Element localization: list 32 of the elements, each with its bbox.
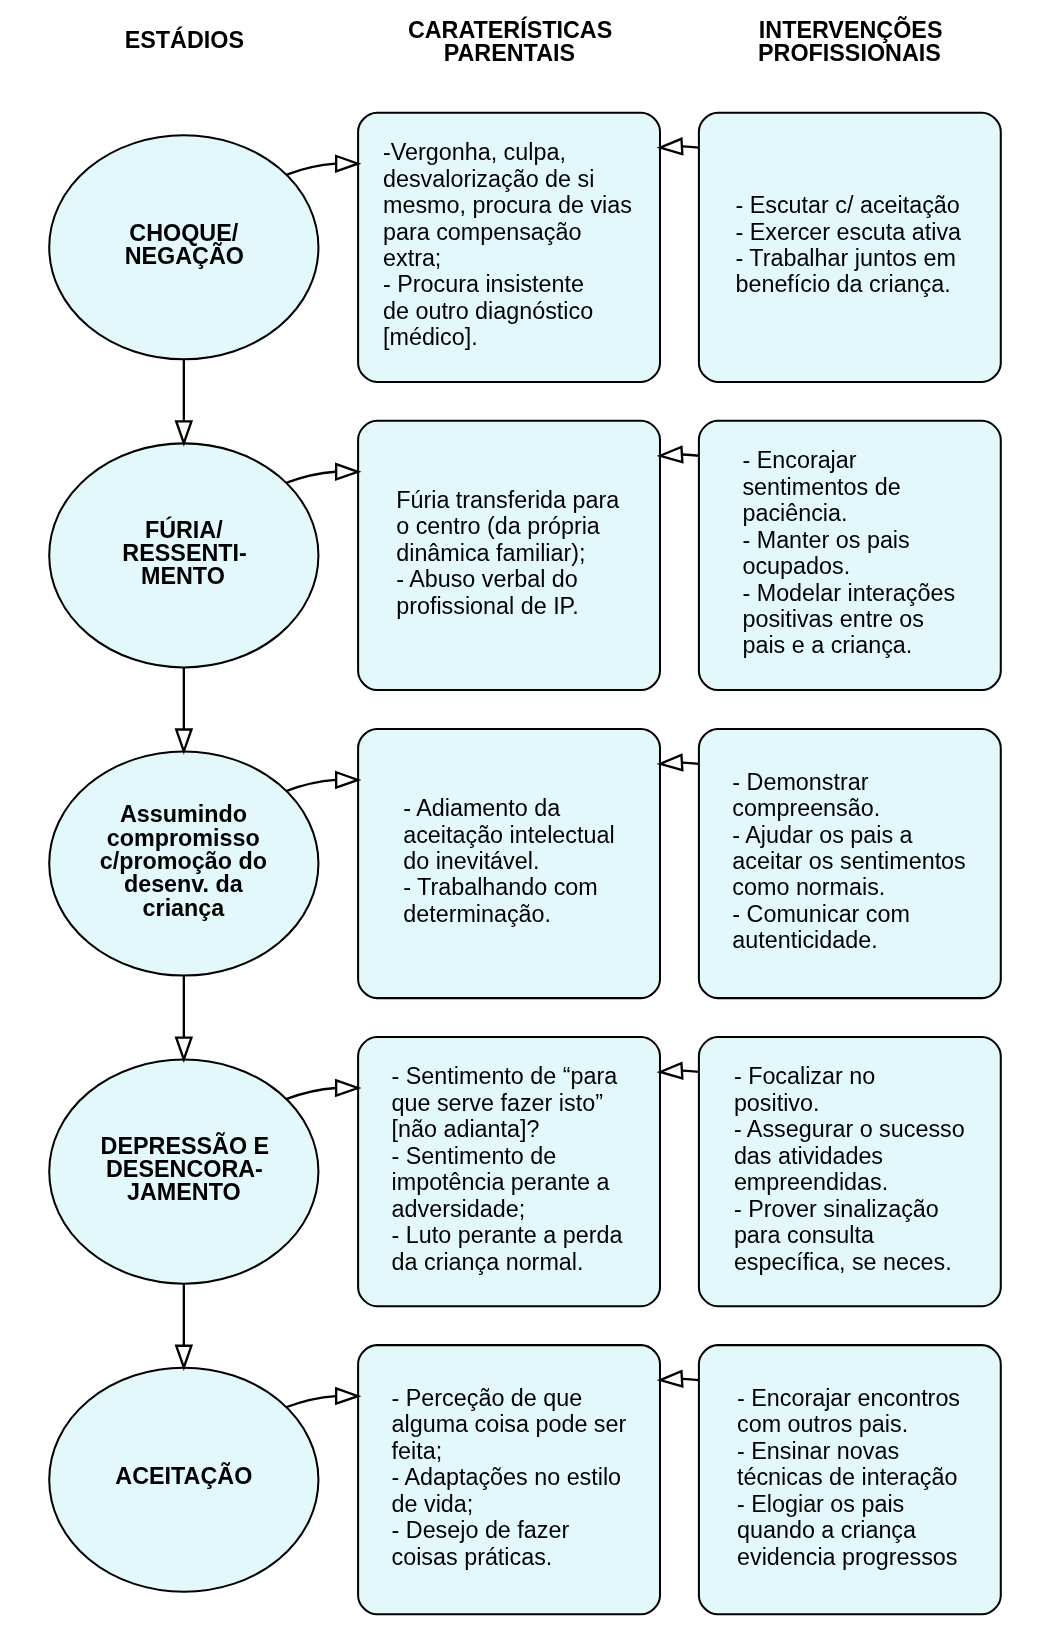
arrow: [174, 975, 193, 1063]
node-ellipse: DEPRESSÃO E DESENCORA- JAMENTO: [47, 1058, 319, 1285]
node-box: - Encorajar sentimentos de paciência. - Manter os pais ocupados. - Modelar interações positivas entre os pais e a criança.: [697, 419, 1002, 691]
node-box: - Focalizar no positivo. - Assegurar o sucesso das atividades empreendidas. - Prover sinalização para consulta específica, se neces.: [697, 1036, 1002, 1308]
node-box: Fúria transferida para o centro (da própria dinâmica familiar); - Abuso verbal do profissional de IP.: [356, 419, 661, 691]
label: ESTÁDIOS: [124, 27, 244, 54]
node-box: - Escutar c/ aceitação - Exercer escuta ativa - Trabalhar juntos em benefício da criança.: [697, 111, 1002, 383]
arrow: [656, 137, 699, 156]
node-ellipse: FÚRIA/ RESSENTI- MENTO: [47, 442, 319, 669]
arrow: [174, 1283, 193, 1372]
node-ellipse: CHOQUE/ NEGAÇÃO: [47, 134, 319, 361]
arrow: [285, 462, 361, 484]
label: INTERVENÇÕES PROFISSIONAIS: [757, 17, 942, 67]
arrow: [174, 667, 193, 755]
node-box: - Perceção de que alguma coisa pode ser feita; - Adaptações no estilo de vida; - Desejo de fazer coisas práticas.: [356, 1344, 661, 1616]
arrow: [174, 359, 193, 447]
arrow: [656, 1369, 699, 1389]
node-box: - Demonstrar compreensão. - Ajudar os pais a aceitar os sentimentos como normais. - Comunicar com autenticidade.: [697, 727, 1002, 1000]
arrow: [656, 753, 699, 772]
node-box: - Encorajar encontros com outros pais. - Ensinar novas técnicas de interação - Elogiar os pais quando a criança evidencia progressos: [697, 1344, 1002, 1616]
node-ellipse: Assumindo compromisso c/promoção do desenv. da criança: [47, 750, 319, 977]
arrow: [656, 445, 699, 464]
node-box: - Sentimento de “para que serve fazer isto” [não adianta]? - Sentimento de impotência perante a adversidade; - Luto perante a perda da criança normal.: [356, 1036, 661, 1308]
node-ellipse: ACEITAÇÃO: [47, 1366, 319, 1593]
arrow: [285, 770, 361, 792]
arrow: [285, 1078, 361, 1100]
node-box: -Vergonha, culpa, desvalorização de si mesmo, procura de vias para compensação extra; - Procura insistente de outro diagnóstico [médico].: [356, 111, 661, 383]
arrow: [285, 1386, 361, 1409]
node-box: - Adiamento da aceitação intelectual do inevitável. - Trabalhando com determinação.: [356, 727, 661, 1000]
label: CARATERÍSTICAS PARENTAIS: [407, 17, 612, 67]
arrow: [285, 154, 361, 176]
arrow: [656, 1061, 699, 1080]
